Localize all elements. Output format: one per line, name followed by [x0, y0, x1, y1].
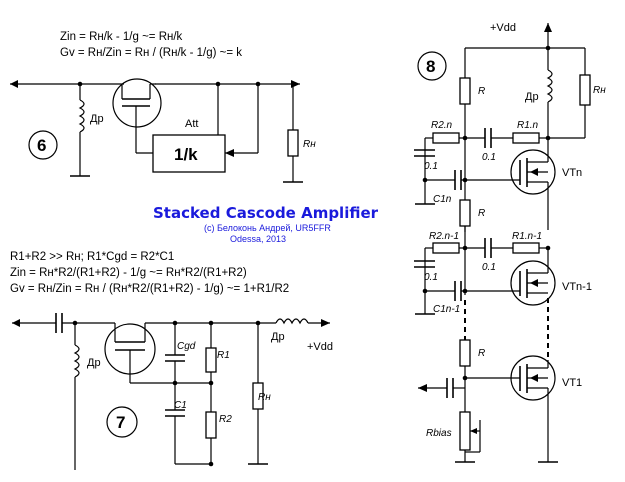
fig8-load-label: Rн: [593, 85, 606, 96]
fig6-transistor: [112, 78, 162, 153]
fig6-number: 6: [37, 136, 46, 155]
fig8-r-mid-label: R: [478, 208, 485, 219]
fig7-cgd-label: Cgd: [177, 341, 196, 352]
fig7-transistor: [104, 323, 175, 384]
fig8-vdd-arrow-icon: [544, 23, 552, 32]
fig6-load: Rн: [283, 84, 316, 183]
fig8-c01-b-label: 0.1: [482, 152, 496, 163]
fig8-rbias-label: Rbias: [426, 428, 452, 439]
fig7-r1-label: R1: [217, 350, 230, 361]
fig8-r1n1-label: R1.n-1: [512, 231, 542, 242]
fig7-number-circle: [106, 406, 138, 438]
fig8-r2n1-label: R2.n-1: [429, 231, 459, 242]
page-title: Stacked Cascode Amplifier: [153, 204, 379, 222]
fig8-r-low-label: R: [478, 348, 485, 359]
fig6-choke: Др: [70, 84, 104, 177]
figure-8: +Vdd 8 R Др Rн: [414, 22, 606, 463]
fig6-choke-label: Др: [90, 113, 104, 125]
fig7-c1-label: C1: [174, 400, 187, 411]
fig6-wiper-arrow-icon: [225, 149, 234, 157]
fig8-c1n1-label: C1n-1: [433, 304, 460, 315]
fig8-r-top-label: R: [478, 86, 485, 97]
fig8-c01-a-label: 0.1: [424, 161, 438, 172]
fig6-equation-zin: Zin = Rн/k - 1/g ~= Rн/k: [60, 31, 183, 43]
fig7-vdd-arrow-icon: [321, 319, 330, 327]
fig6-att-ratio: 1/k: [174, 145, 198, 164]
fig7-choke-in-label: Др: [87, 357, 101, 369]
fig8-number: 8: [426, 57, 435, 76]
fig8-output-arrow-icon: [418, 384, 427, 392]
fig8-number-circle: [417, 51, 447, 81]
fig8-vt1-label: VT1: [562, 377, 582, 389]
fig7-number: 7: [116, 413, 125, 432]
fig7-vdd-label: +Vdd: [307, 341, 333, 353]
fig8-stage-1: VT1 Rbias: [418, 355, 582, 463]
fig8-c01-c-label: 0.1: [424, 272, 438, 283]
fig7-equation-zin: Zin = Rн*R2/(R1+R2) - 1/g ~= Rн*R2/(R1+R…: [10, 267, 247, 279]
fig8-stage-n: R2.n R1.n 0.1 0.1 C1n: [414, 120, 582, 230]
fig7-choke-out-label: Др: [271, 331, 285, 343]
fig7-equation-condition: R1+R2 >> Rн; R1*Cgd = R2*C1: [10, 251, 174, 263]
fig8-c1n-label: C1n: [433, 194, 452, 205]
fig8-vtn-label: VTn: [562, 167, 582, 179]
fig6-attenuator: Att 1/k: [136, 84, 259, 173]
fig7-r2-label: R2: [219, 414, 232, 425]
fig8-vtn1-label: VTn-1: [562, 281, 592, 293]
fig6-equation-gv: Gv = Rн/Zin = Rн / (Rн/k - 1/g) ~= k: [60, 47, 242, 59]
fig8-r1n-label: R1.n: [517, 120, 539, 131]
fig7-load-label: Rн: [258, 392, 271, 403]
fig6-att-label: Att: [185, 118, 198, 130]
fig6-number-circle: [28, 130, 58, 160]
fig8-r2n-label: R2.n: [431, 120, 453, 131]
figure-7: R1+R2 >> Rн; R1*Cgd = R2*C1 Zin = Rн*R2/…: [10, 251, 333, 470]
credit-author: (c) Белоконь Андрей, UR5FFR: [204, 223, 331, 233]
fig6-output-arrow-icon: [291, 80, 300, 88]
fig8-vdd-label: +Vdd: [490, 22, 516, 34]
fig8-choke-label: Др: [525, 91, 539, 103]
fig6-load-label: Rн: [303, 139, 316, 150]
credit-place: Odessa, 2013: [230, 234, 286, 244]
fig8-c01-d-label: 0.1: [482, 262, 496, 273]
fig8-stage-n-1: R2.n-1 R1.n-1 0.1 0.1 C1n-1 VTn-1: [414, 226, 592, 315]
fig6-input-arrow-icon: [10, 80, 18, 88]
fig7-equation-gv: Gv = Rн/Zin = Rн / (Rн*R2/(R1+R2) - 1/g)…: [10, 283, 289, 295]
fig7-input-arrow-icon: [12, 319, 20, 327]
figure-6: Zin = Rн/k - 1/g ~= Rн/k Gv = Rн/Zin = R…: [10, 31, 316, 183]
